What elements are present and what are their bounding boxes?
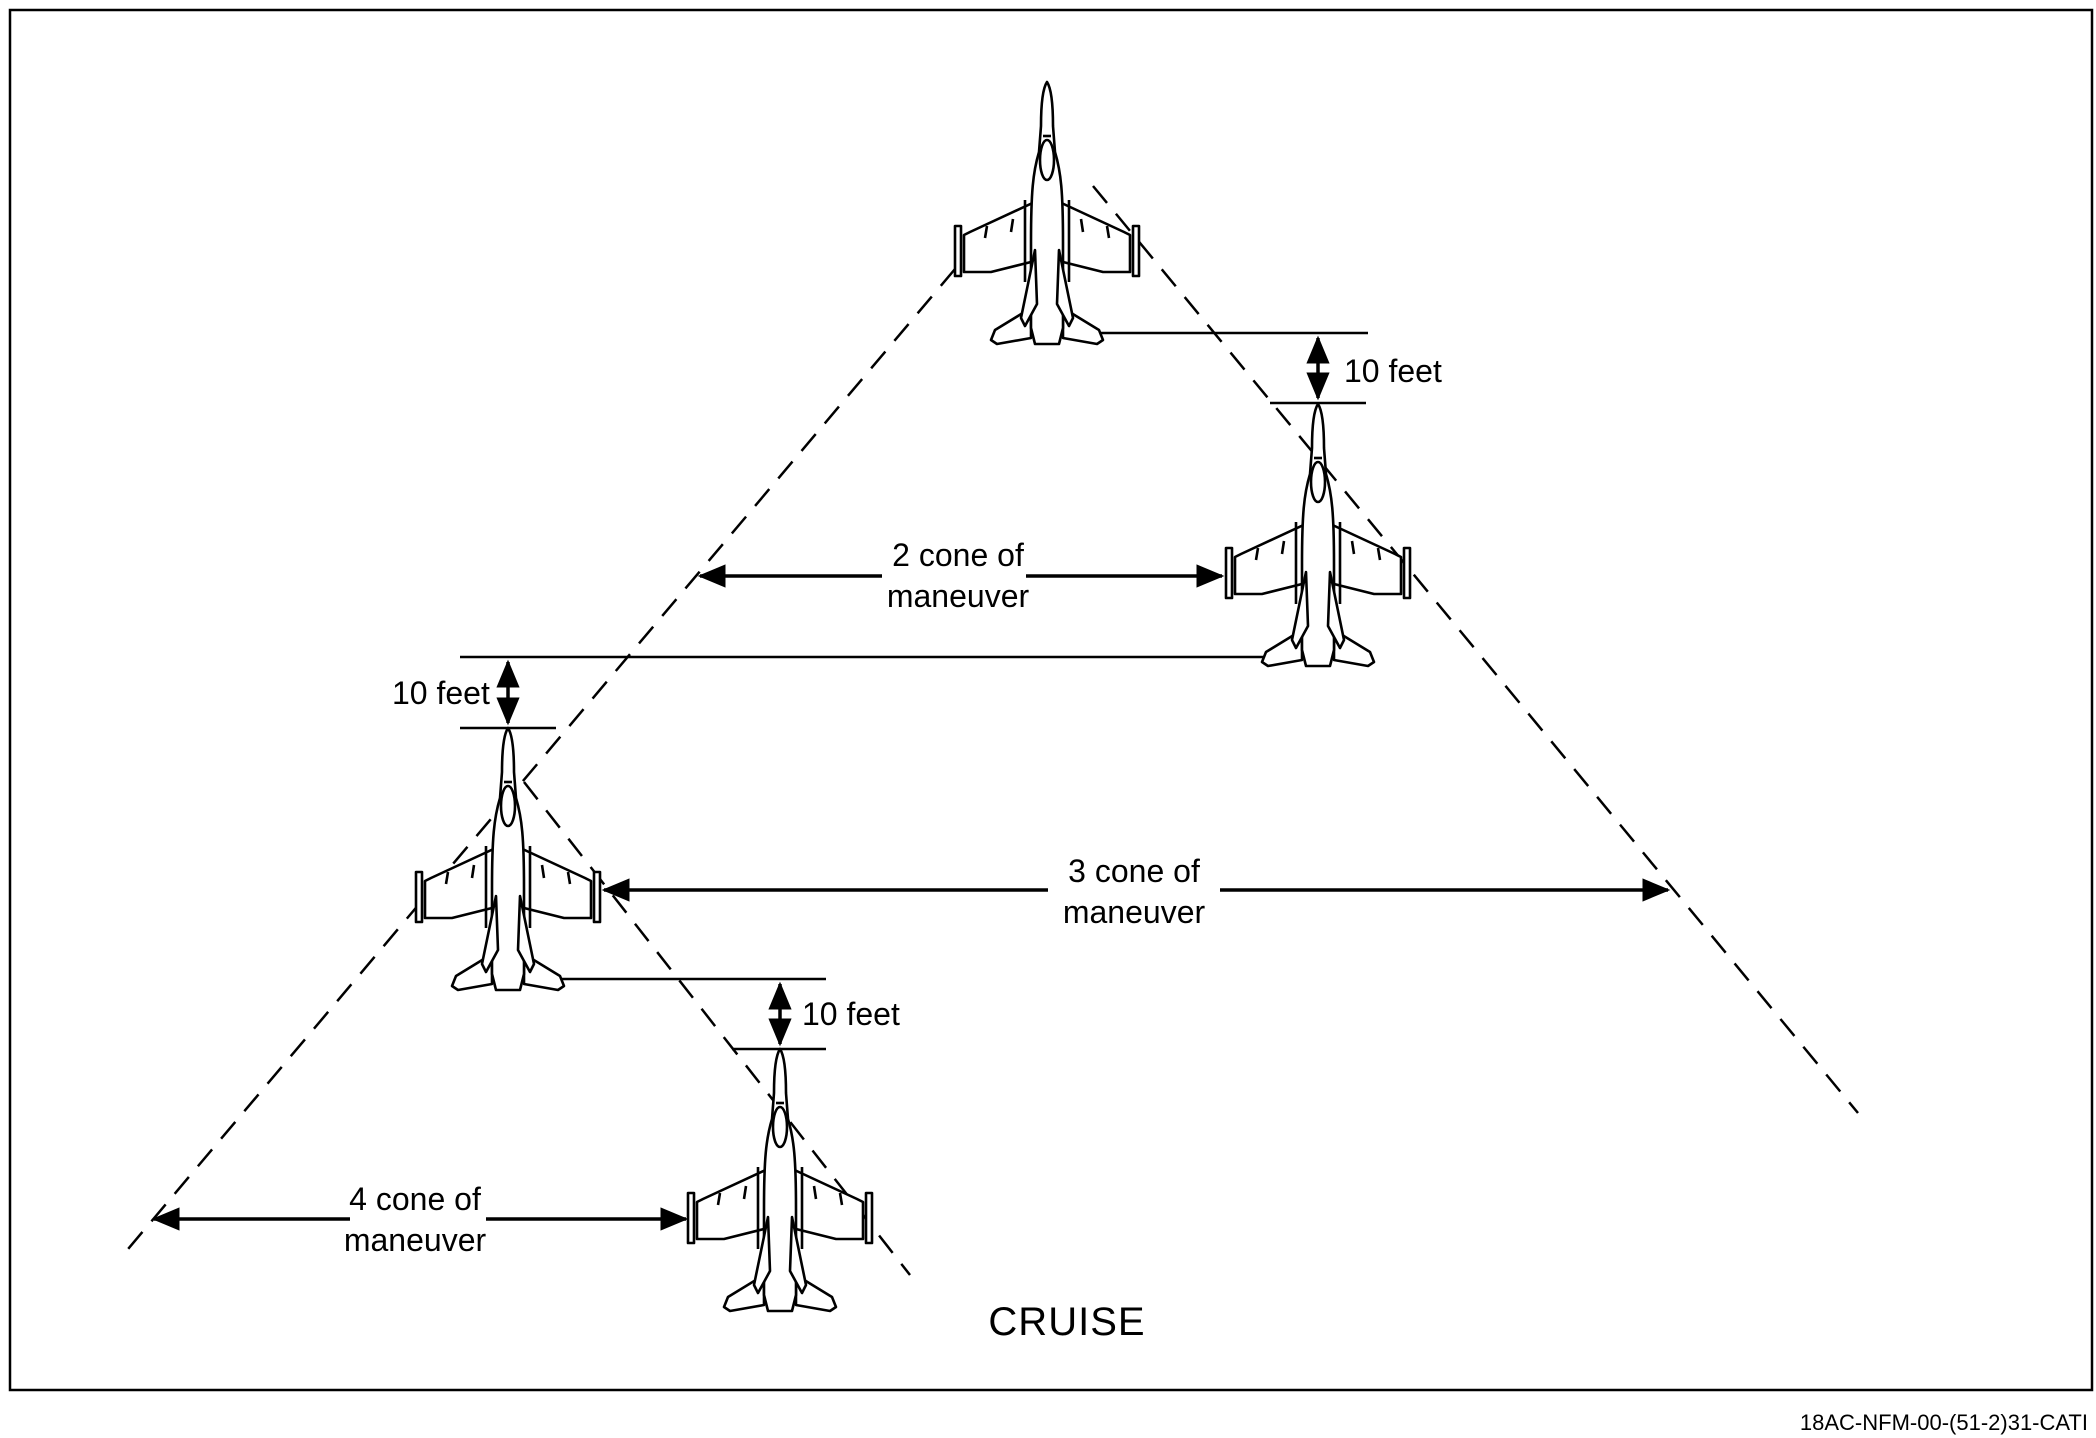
figure-code: 18AC-NFM-00-(51-2)31-CATI	[1800, 1410, 2088, 1435]
vert-sep-label-mid: 10 feet	[392, 675, 490, 711]
cone-line-left-outer	[122, 268, 956, 1256]
figure-border	[8, 8, 2094, 1392]
cone3-label-line2: maneuver	[1063, 894, 1206, 930]
cone4-label-line2: maneuver	[344, 1222, 487, 1258]
figure-title: CRUISE	[988, 1300, 1145, 1344]
cone4-label-line1: 4 cone of	[349, 1181, 481, 1217]
fighter-jet-icon-4	[686, 1047, 874, 1313]
cone2-label-line1: 2 cone of	[892, 537, 1024, 573]
vert-sep-label-top: 10 feet	[1344, 353, 1442, 389]
fighter-jet-icon-lead	[953, 80, 1141, 346]
cone2-label-line2: maneuver	[887, 578, 1030, 614]
cone-line-right-outer	[1092, 185, 1859, 1114]
fighter-jet-icon-3	[414, 726, 602, 992]
cone3-label-line1: 3 cone of	[1068, 853, 1200, 889]
vert-sep-label-bottom: 10 feet	[802, 996, 900, 1032]
